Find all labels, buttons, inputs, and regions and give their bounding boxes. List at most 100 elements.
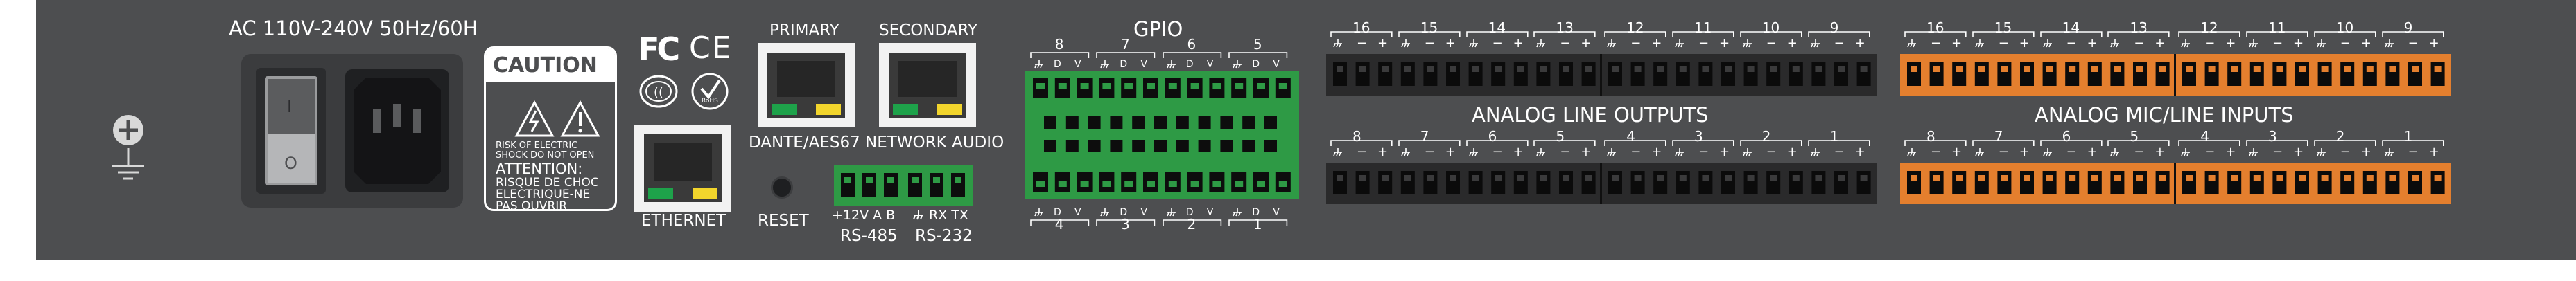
connector-pin — [1378, 62, 1393, 86]
ethernet-port[interactable] — [634, 125, 731, 212]
gpio-bottom-ground-icon — [1167, 208, 1176, 217]
connector-pin-slot — [1911, 66, 1917, 72]
channel-bracket-bottom — [2381, 139, 2444, 146]
channel-pin-sign-top: − — [2408, 36, 2419, 51]
channel-number-bottom: 7 — [1420, 128, 1429, 145]
connector-pin — [2272, 171, 2287, 194]
caution-fr-line3: PAS OUVRIR — [496, 199, 568, 213]
gpio-top-pin-letter: V — [1206, 59, 1214, 70]
gpio-bottom-pin-slot — [1190, 181, 1199, 187]
connector-pin-slot — [2159, 175, 2166, 181]
channel-number-bottom: 2 — [1761, 128, 1771, 145]
gpio-middle-pin — [1110, 140, 1123, 152]
analog-inputs-bottom-connectors[interactable] — [1900, 163, 2451, 204]
connector-pin-slot — [2231, 66, 2238, 72]
connector-pin — [1559, 62, 1573, 86]
channel-bracket-top — [2246, 30, 2308, 37]
gpio-middle-pin — [1065, 116, 1079, 129]
gpio-bottom-ground-icon — [1100, 208, 1110, 217]
channel-ground-icon-top — [2384, 39, 2394, 48]
gpio-bottom-ground-icon — [1233, 208, 1242, 217]
gpio-bottom-pin-slot — [1080, 181, 1089, 187]
channel-bracket-bottom — [1904, 139, 1967, 146]
channel-pin-sign-top: − — [1424, 36, 1435, 51]
connector-pin-slot — [1450, 66, 1456, 72]
gpio-top-bracket — [1162, 51, 1221, 58]
analog-inputs-top-connectors[interactable] — [1900, 54, 2451, 96]
connector-divider — [2174, 54, 2176, 96]
connector-pin — [2155, 62, 2170, 86]
analog-outputs-title: ANALOG LINE OUTPUTS — [1472, 103, 1709, 127]
channel-ground-icon-bottom — [1675, 147, 1685, 157]
connector-pin-slot — [1612, 66, 1619, 72]
gpio-middle-pin — [1088, 140, 1101, 152]
gpio-middle-pin — [1110, 116, 1123, 129]
gpio-bottom-pin-letter: V — [1074, 207, 1081, 218]
channel-pin-sign-bottom: − — [2272, 145, 2283, 159]
channel-bracket-top — [2107, 30, 2170, 37]
gpio-top-pin-slot — [1102, 83, 1111, 89]
dante-primary-port[interactable] — [758, 43, 855, 127]
gpio-title: GPIO — [1133, 17, 1183, 41]
channel-bracket-bottom — [1604, 139, 1666, 146]
channel-bracket-top — [1398, 30, 1461, 37]
channel-ground-icon-bottom — [2042, 147, 2053, 157]
gpio-middle-pin — [1088, 116, 1101, 129]
connector-pin — [1378, 171, 1393, 194]
channel-pin-sign-top: + — [2155, 36, 2166, 51]
connector-pin-slot — [1404, 175, 1411, 181]
connector-pin — [1974, 171, 1989, 194]
connector-pin — [1355, 62, 1370, 86]
channel-pin-sign-top: + — [2428, 36, 2439, 51]
connector-pin — [2340, 62, 2355, 86]
reset-button[interactable] — [771, 176, 793, 199]
connector-pin — [1423, 171, 1438, 194]
channel-number-top: 14 — [2062, 19, 2080, 36]
gpio-bottom-bracket — [1162, 219, 1221, 226]
serial-terminal-block[interactable] — [834, 165, 973, 206]
connector-pin — [1811, 62, 1826, 86]
channel-number-top: 16 — [1926, 19, 1944, 36]
gpio-middle-pin — [1264, 116, 1277, 129]
connector-pin — [1559, 171, 1573, 194]
connector-pin — [1355, 171, 1370, 194]
connector-pin — [1423, 62, 1438, 86]
connector-pin — [2295, 171, 2309, 194]
gpio-middle-pin — [1176, 140, 1189, 152]
reset-label: RESET — [758, 212, 809, 230]
gpio-top-pin-slot — [1212, 83, 1221, 89]
connector-pin — [2272, 62, 2287, 86]
connector-pin-slot — [2114, 175, 2121, 181]
gpio-top-bracket — [1228, 51, 1288, 58]
connector-pin — [1721, 171, 1735, 194]
channel-number-bottom: 3 — [1694, 128, 1703, 145]
channel-pin-sign-bottom: + — [1513, 145, 1524, 159]
channel-number-bottom: 8 — [1352, 128, 1361, 145]
channel-ground-icon-top — [1468, 39, 1479, 48]
channel-pin-sign-top: + — [1719, 36, 1730, 51]
channel-number-top: 10 — [2335, 19, 2354, 36]
channel-bracket-bottom — [2178, 139, 2240, 146]
channel-pin-sign-top: − — [2340, 36, 2351, 51]
connector-pin-slot — [2434, 66, 2442, 72]
analog-outputs-bottom-connectors[interactable] — [1326, 163, 1877, 204]
channel-ground-icon-top — [1401, 39, 1411, 48]
connector-pin — [1491, 171, 1506, 194]
connector-pin-slot — [2114, 66, 2121, 72]
channel-ground-icon-top — [2042, 39, 2053, 48]
channel-pin-sign-top: + — [1513, 36, 1524, 51]
channel-bracket-bottom — [1533, 139, 1596, 146]
gpio-terminal-block[interactable] — [1025, 71, 1299, 199]
connector-pin — [2204, 171, 2219, 194]
dante-secondary-port[interactable] — [879, 43, 976, 127]
gpio-bottom-pin-letter: V — [1140, 207, 1147, 218]
analog-outputs-top-connectors[interactable] — [1326, 54, 1877, 96]
channel-pin-sign-bottom: + — [2293, 145, 2304, 159]
connector-pin — [2227, 171, 2242, 194]
connector-pin-slot — [1563, 66, 1569, 72]
connector-pin — [1766, 171, 1781, 194]
gpio-bottom-pin-slot — [1212, 181, 1221, 187]
channel-number-bottom: 3 — [2268, 128, 2277, 145]
channel-pin-sign-top: + — [2293, 36, 2304, 51]
channel-bracket-bottom — [1972, 139, 2035, 146]
